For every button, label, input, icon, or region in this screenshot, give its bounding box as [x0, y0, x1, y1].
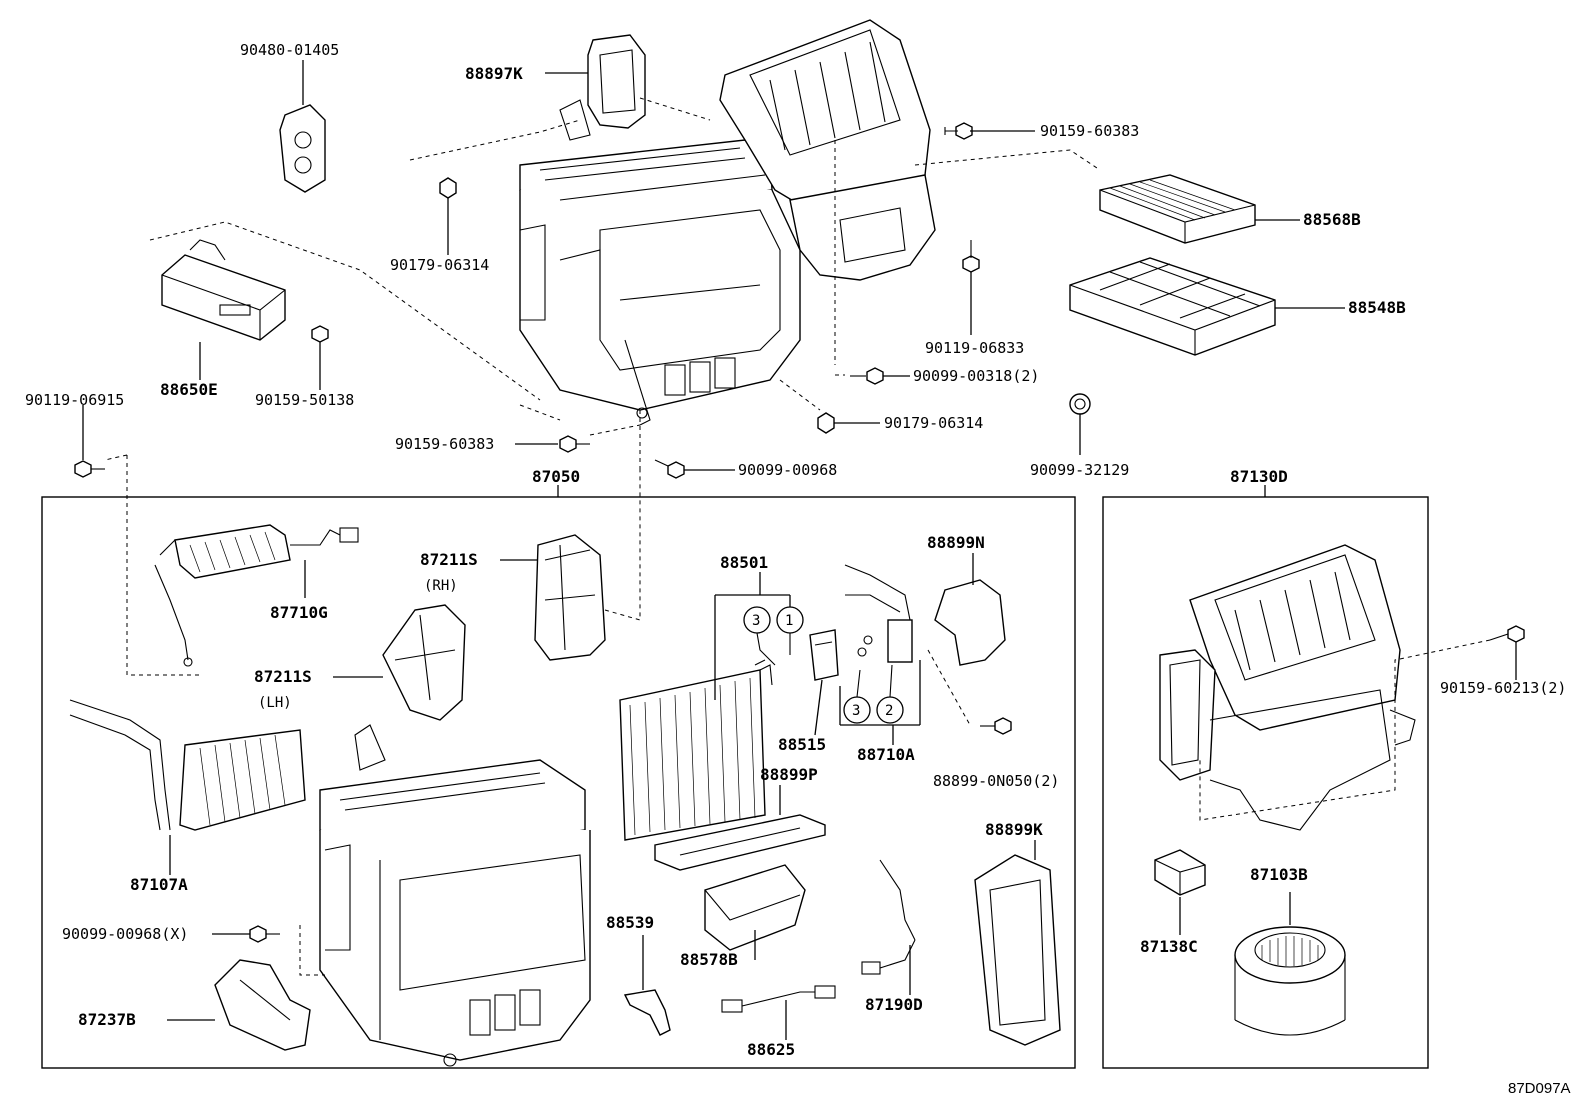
- label-90179-06314-top: 90179-06314: [390, 256, 489, 274]
- label-88548B: 88548B: [1348, 298, 1406, 317]
- label-87107A: 87107A: [130, 875, 188, 894]
- part-88899K: [974, 854, 1061, 1046]
- label-88625: 88625: [747, 1040, 795, 1059]
- part-87211S-lh: [382, 604, 466, 721]
- part-88548B: [1069, 257, 1276, 356]
- ref-circles: [743, 606, 904, 724]
- label-88578B: 88578B: [680, 950, 738, 969]
- label-88650E: 88650E: [160, 380, 218, 399]
- part-88899N: [934, 579, 1006, 666]
- label-87710G: 87710G: [270, 603, 328, 622]
- part-88539: [623, 989, 671, 1036]
- part-90159-60213: [1489, 625, 1525, 643]
- label-88899P: 88899P: [760, 765, 818, 784]
- label-88539: 88539: [606, 913, 654, 932]
- ref-num-1: 1: [785, 613, 793, 629]
- dashed-guides-right: [1199, 639, 1491, 821]
- label-87211S-lh: 87211S: [254, 667, 312, 686]
- label-87237B: 87237B: [78, 1010, 136, 1029]
- label-87211S-rh: 87211S: [420, 550, 478, 569]
- label-90099-32129: 90099-32129: [1030, 461, 1129, 479]
- ref-num-2: 2: [885, 703, 893, 719]
- label-90099-00968x: 90099-00968(X): [62, 925, 188, 943]
- part-88650E: [161, 239, 286, 341]
- label-88899N: 88899N: [927, 533, 985, 552]
- leader-lines: [82, 60, 1517, 1040]
- part-88625: [721, 985, 836, 1013]
- label-88568B: 88568B: [1303, 210, 1361, 229]
- label-90159-50138: 90159-50138: [255, 391, 354, 409]
- part-88897K: [587, 34, 646, 129]
- fasteners-top: [74, 122, 1091, 479]
- part-88515: [809, 629, 839, 681]
- label-90159-60213: 90159-60213(2): [1440, 679, 1566, 697]
- part-88568B: [1099, 174, 1256, 244]
- part-87107A: [69, 699, 306, 831]
- label-90179-06314-mid: 90179-06314: [884, 414, 983, 432]
- dashed-guides-lower: [299, 470, 971, 976]
- label-87190D: 87190D: [865, 995, 923, 1014]
- label-rh: (RH): [424, 578, 458, 594]
- label-90159-60383-top: 90159-60383: [1040, 122, 1139, 140]
- label-88710A: 88710A: [857, 745, 915, 764]
- hvac-case-lower: [319, 724, 591, 1067]
- label-lh: (LH): [258, 695, 292, 711]
- part-87710G: [154, 524, 359, 667]
- part-88578B: [704, 864, 806, 951]
- ref-num-3b: 3: [852, 703, 860, 719]
- part-88899P: [654, 814, 826, 871]
- ref-num-3a: 3: [752, 613, 760, 629]
- label-87050: 87050: [532, 467, 580, 486]
- hvac-case-upper: [519, 19, 936, 426]
- diagram-id: 87D097A: [1508, 1080, 1571, 1097]
- label-88501: 88501: [720, 553, 768, 572]
- label-90159-60383-mid: 90159-60383: [395, 435, 494, 453]
- label-87130D: 87130D: [1230, 467, 1288, 486]
- part-88501: [619, 659, 773, 841]
- label-90480-01405: 90480-01405: [240, 41, 339, 59]
- label-88515: 88515: [778, 735, 826, 754]
- part-87103B: [1234, 926, 1346, 1036]
- part-87138C: [1154, 849, 1206, 896]
- part-88710A: [844, 564, 913, 663]
- label-90099-00318: 90099-00318(2): [913, 367, 1039, 385]
- label-87103B: 87103B: [1250, 865, 1308, 884]
- label-90099-00968: 90099-00968: [738, 461, 837, 479]
- label-88899K: 88899K: [985, 820, 1043, 839]
- label-90119-06915: 90119-06915: [25, 391, 124, 409]
- label-88899-0N050: 88899-0N050(2): [933, 772, 1059, 790]
- label-88897K: 88897K: [465, 64, 523, 83]
- part-labels: 90480-01405 88897K 90159-60383 88568B 88…: [25, 41, 1571, 1097]
- part-87130D: [1159, 544, 1416, 831]
- part-90480-01405: [279, 104, 326, 193]
- part-87211S-rh: [534, 534, 606, 661]
- dashed-guides-upper: [104, 97, 1101, 676]
- label-87138C: 87138C: [1140, 937, 1198, 956]
- part-88899-0N050: [980, 717, 1012, 735]
- part-90099-00968x: [249, 925, 280, 943]
- label-90119-06833: 90119-06833: [925, 339, 1024, 357]
- part-87190D: [861, 859, 916, 975]
- part-87237B: [214, 959, 311, 1051]
